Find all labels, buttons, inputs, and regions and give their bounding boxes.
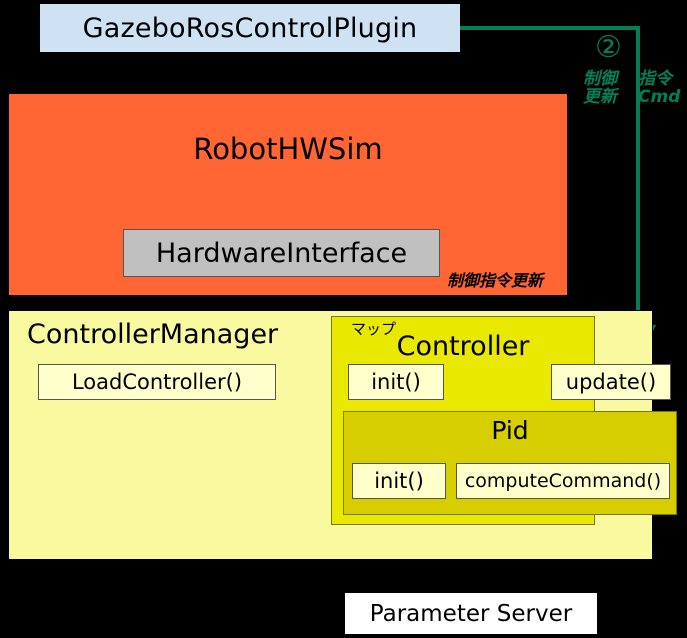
green-annotation-left: 制御 更新 bbox=[583, 69, 617, 107]
pid-compute-command-box[interactable]: computeCommand() bbox=[456, 463, 670, 499]
controller-update-box[interactable]: update() bbox=[551, 364, 671, 400]
parameter-server-label: Parameter Server bbox=[369, 600, 573, 627]
gazebo-ros-control-plugin-box[interactable]: GazeboRosControlPlugin bbox=[40, 4, 460, 52]
green-annotation-left-line1: 制御 bbox=[583, 69, 617, 89]
controller-label: Controller bbox=[396, 331, 530, 362]
hardware-interface-label: HardwareInterface bbox=[155, 237, 408, 269]
pid-label: Pid bbox=[491, 416, 529, 445]
gazebo-ros-control-plugin-label: GazeboRosControlPlugin bbox=[82, 12, 418, 44]
hardware-interface-update-annotation: 制御指令更新 bbox=[447, 271, 544, 290]
pid-compute-command-label: computeCommand() bbox=[464, 470, 662, 492]
green-annotation-right-line2: Cmd bbox=[638, 86, 681, 107]
step-two-marker: ② bbox=[595, 30, 622, 65]
pid-init-label: init() bbox=[374, 469, 424, 493]
robot-hw-sim-label: RobotHWSim bbox=[193, 132, 383, 166]
pid-init-box[interactable]: init() bbox=[352, 463, 446, 499]
controller-manager-label: ControllerManager bbox=[27, 319, 279, 350]
controller-map-label: マップ bbox=[351, 320, 397, 338]
load-controller-label: LoadController() bbox=[71, 370, 243, 394]
robot-hw-sim-box[interactable]: RobotHWSim bbox=[8, 93, 568, 296]
green-annotation-right-line1: 指令 bbox=[638, 69, 672, 89]
controller-init-label: init() bbox=[371, 370, 421, 394]
parameter-server-box[interactable]: Parameter Server bbox=[345, 593, 597, 634]
green-annotation-right: 指令 Cmd bbox=[638, 69, 681, 107]
green-annotation-left-line2: 更新 bbox=[583, 86, 617, 107]
controller-update-label: update() bbox=[565, 370, 657, 394]
load-controller-box[interactable]: LoadController() bbox=[38, 364, 276, 400]
controller-init-box[interactable]: init() bbox=[348, 364, 444, 400]
hardware-interface-box[interactable]: HardwareInterface bbox=[123, 229, 440, 277]
